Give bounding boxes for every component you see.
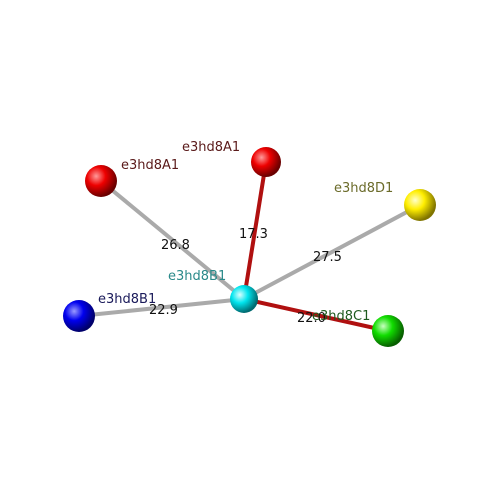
distance-label-c1: 22.0: [297, 311, 326, 326]
atom-a1-left: [85, 165, 117, 197]
atom-c1: [372, 315, 404, 347]
atom-d1: [404, 189, 436, 221]
bond-center-c1: [242, 297, 390, 333]
atom-a1-top: [251, 147, 281, 177]
atom-center: [230, 285, 258, 313]
distance-label-d1: 27.5: [313, 250, 342, 265]
atom-label-b1-neighbor: e3hd8B1: [98, 292, 156, 307]
atom-label-a1-left: e3hd8A1: [121, 158, 179, 173]
bond-center-a1-left: [99, 179, 246, 301]
distance-label-b1: 22.9: [149, 303, 178, 318]
distance-label-a1-top: 17.3: [239, 227, 268, 242]
atom-label-c1: e3hd8C1: [312, 309, 370, 324]
atom-label-d1: e3hd8D1: [334, 181, 393, 196]
bond-center-b1: [77, 297, 246, 318]
bond-center-a1-top: [242, 160, 268, 301]
atom-b1-neighbor: [63, 300, 95, 332]
distance-label-a1-left: 26.8: [161, 238, 190, 253]
atom-label-a1-top: e3hd8A1: [182, 140, 240, 155]
bond-center-d1: [242, 203, 422, 301]
atom-label-center: e3hd8B1: [168, 269, 226, 284]
